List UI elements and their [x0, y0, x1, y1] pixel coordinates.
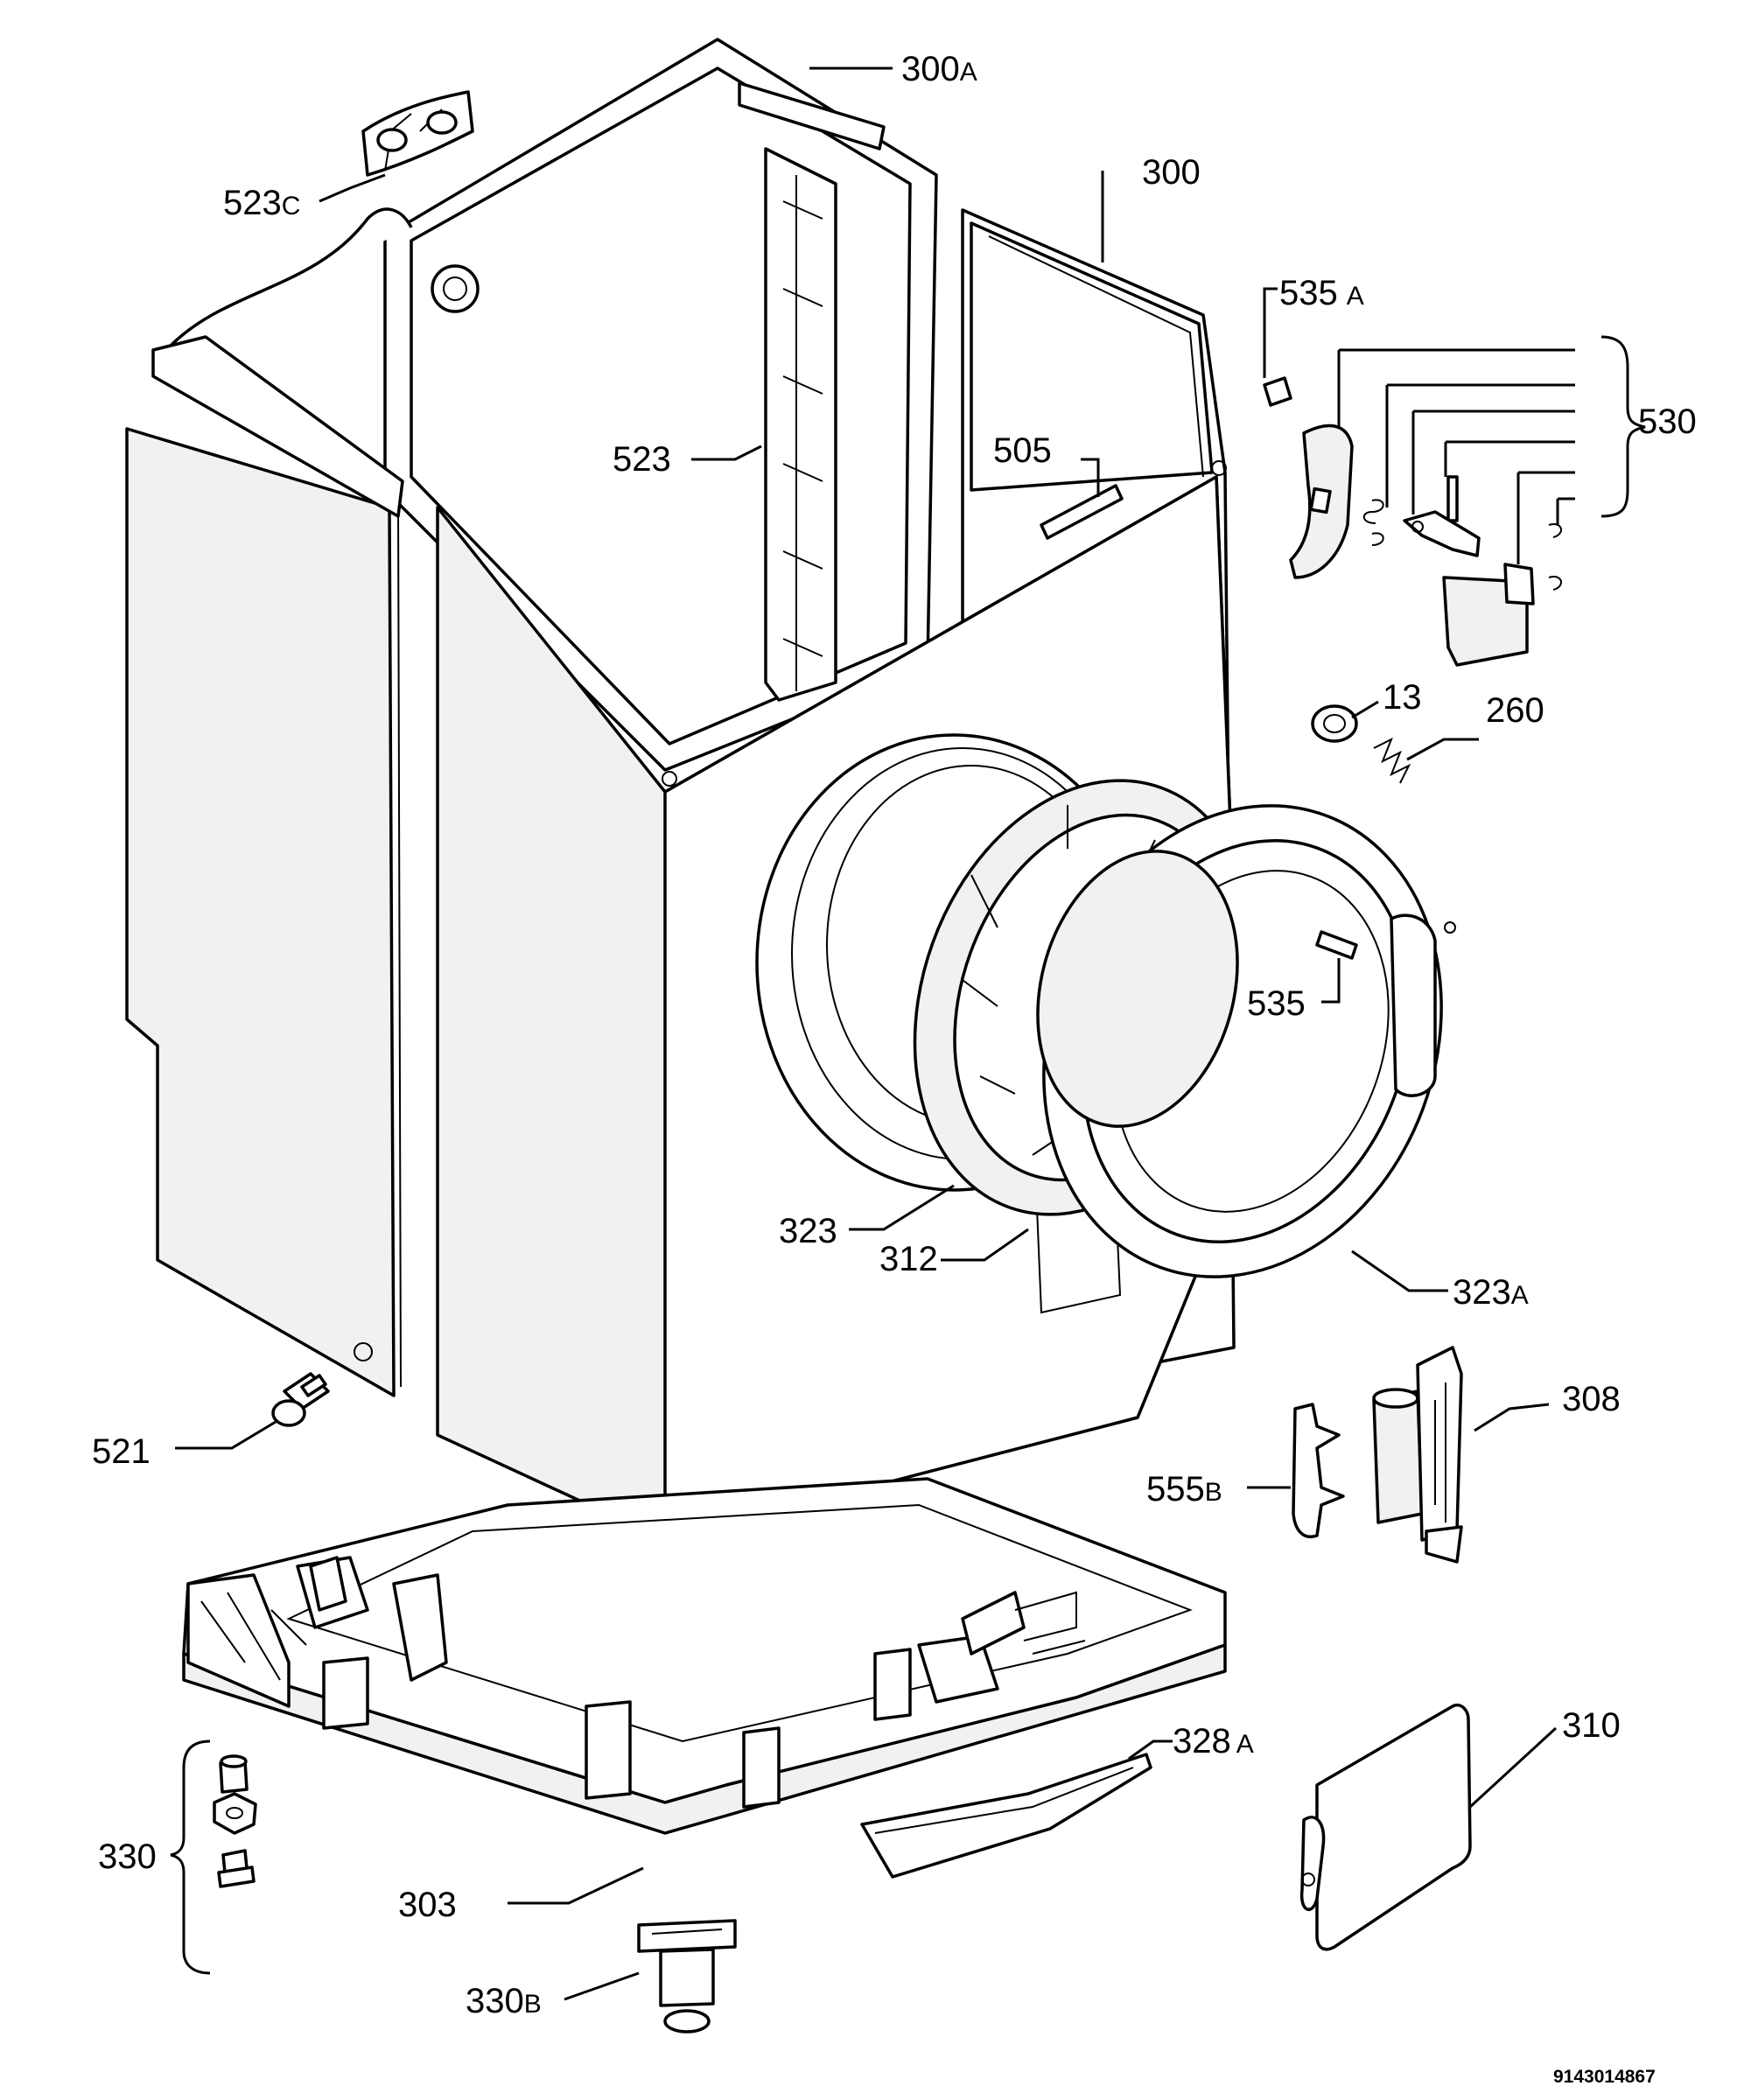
label-323: 323	[779, 1212, 837, 1250]
label-505: 505	[993, 431, 1052, 470]
flap-310	[1299, 1704, 1472, 1951]
bush-13	[1311, 704, 1358, 743]
label-523: 523	[613, 440, 671, 479]
label-323a: 323A	[1453, 1273, 1529, 1312]
clip-523c	[361, 90, 474, 177]
label-300: 300	[1142, 153, 1201, 192]
foot-330b	[637, 1919, 737, 2034]
label-303: 303	[398, 1886, 457, 1924]
label-330: 330	[98, 1838, 157, 1876]
label-260: 260	[1486, 691, 1544, 730]
label-555b: 555B	[1146, 1470, 1222, 1508]
leader-lines	[175, 66, 1558, 2001]
label-308: 308	[1562, 1380, 1621, 1418]
rod-505	[1040, 484, 1124, 540]
cap-535a	[1263, 376, 1292, 407]
label-523c: 523C	[223, 184, 300, 222]
label-300a: 300A	[901, 50, 977, 88]
base-frame-303	[182, 1477, 1227, 1835]
door-assembly	[1036, 804, 1456, 1278]
screw-521	[271, 1372, 330, 1427]
bottom-plate-328a	[860, 1753, 1152, 1879]
spring-260	[1373, 737, 1411, 784]
label-330b: 330B	[466, 1982, 542, 2020]
fixing-kit-330	[170, 1740, 257, 1975]
label-535: 535	[1247, 984, 1306, 1023]
drawing-code: 9143014867	[1553, 2067, 1656, 2087]
label-13: 13	[1383, 678, 1422, 717]
label-312: 312	[879, 1240, 938, 1278]
label-521: 521	[92, 1432, 151, 1471]
label-310: 310	[1562, 1706, 1621, 1745]
label-530: 530	[1638, 402, 1697, 441]
hinge-308	[1372, 1346, 1463, 1564]
lock-assembly-530	[1289, 335, 1646, 667]
plate-555b	[1292, 1403, 1345, 1538]
